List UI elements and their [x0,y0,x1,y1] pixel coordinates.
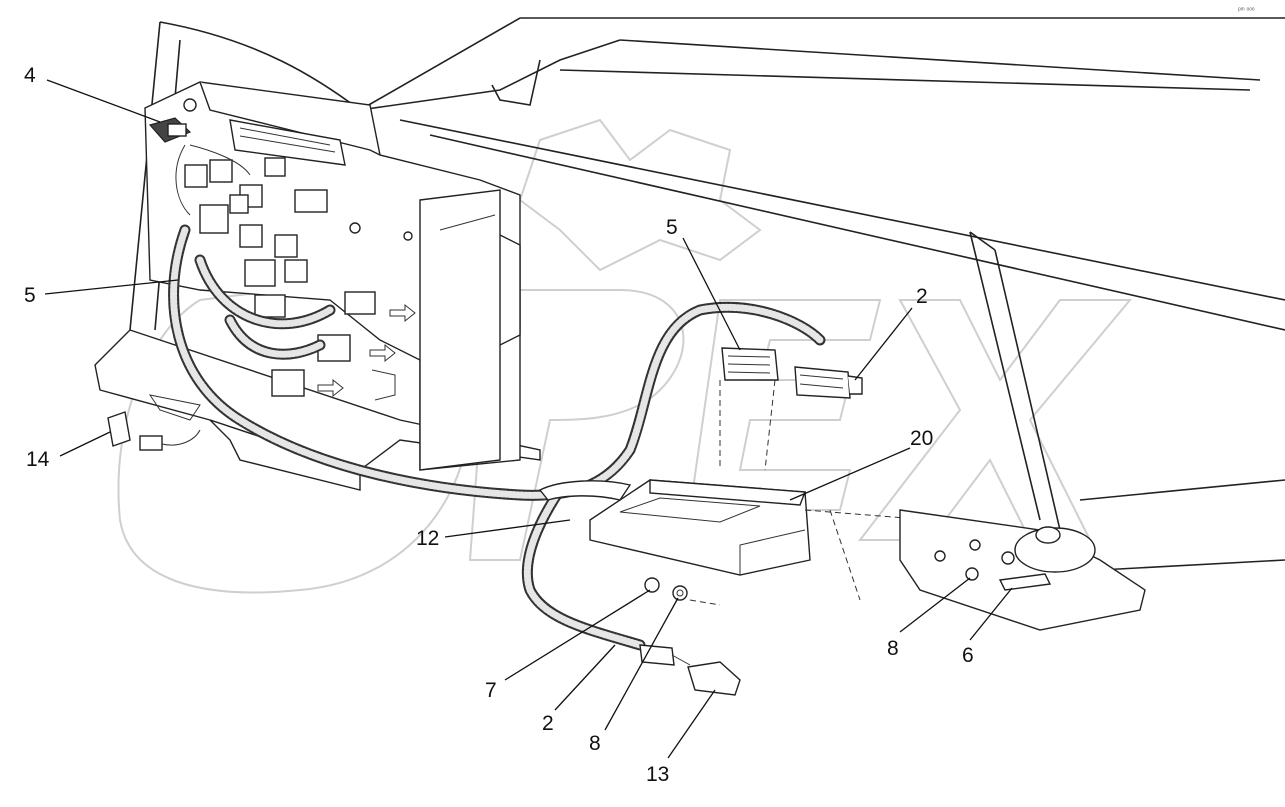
callout-12: 12 [416,527,439,550]
relay-12 [229,194,249,214]
callout-2-upper: 2 [916,285,928,308]
callout-5-right: 5 [666,216,678,239]
relay-1 [184,164,208,188]
connector-14 [107,411,201,451]
callout-14: 14 [26,448,50,471]
relay-6 [274,234,298,258]
panel-connector-4 [148,117,192,143]
callout-8-lower: 8 [589,732,601,755]
corner-mark: ᵖᵐ ᵒᵒᵒ [1238,7,1255,14]
callout-2-lower: 2 [542,712,554,735]
connector-5 [719,347,779,471]
relay-5 [239,224,263,248]
control-module-20 [589,479,931,606]
bolt-2 [349,222,361,234]
relay-4 [199,204,229,234]
bolt-1 [183,98,197,112]
callout-5-left: 5 [24,284,36,307]
callout-20: 20 [910,427,933,450]
callout-4: 4 [24,64,36,87]
relay-11 [264,157,286,177]
callout-8-right: 8 [887,637,899,660]
nut-7 [644,577,660,593]
relay-10 [294,189,328,213]
bolt-6 [998,573,1052,591]
connector-2-upper [794,366,863,399]
bracket-12 [538,480,632,501]
fasteners-lower [644,577,688,601]
right-mount [829,509,1146,631]
callout-labels: 4 5 14 5 2 20 12 7 2 8 13 8 6 [24,64,974,786]
relay-8 [284,259,308,283]
relay-2 [209,159,233,183]
harness-connectors-left [271,291,416,401]
bolt-3 [403,231,413,241]
washer-8-right [965,567,979,581]
relay-7 [244,259,276,287]
washer-8-lower [672,585,688,601]
fuse-panel [144,81,521,471]
relay-9 [254,294,286,318]
leader-lines [44,79,1013,759]
callout-6: 6 [962,644,974,667]
connector-13 [639,644,741,696]
callout-13: 13 [646,763,669,786]
callout-7: 7 [485,679,497,702]
